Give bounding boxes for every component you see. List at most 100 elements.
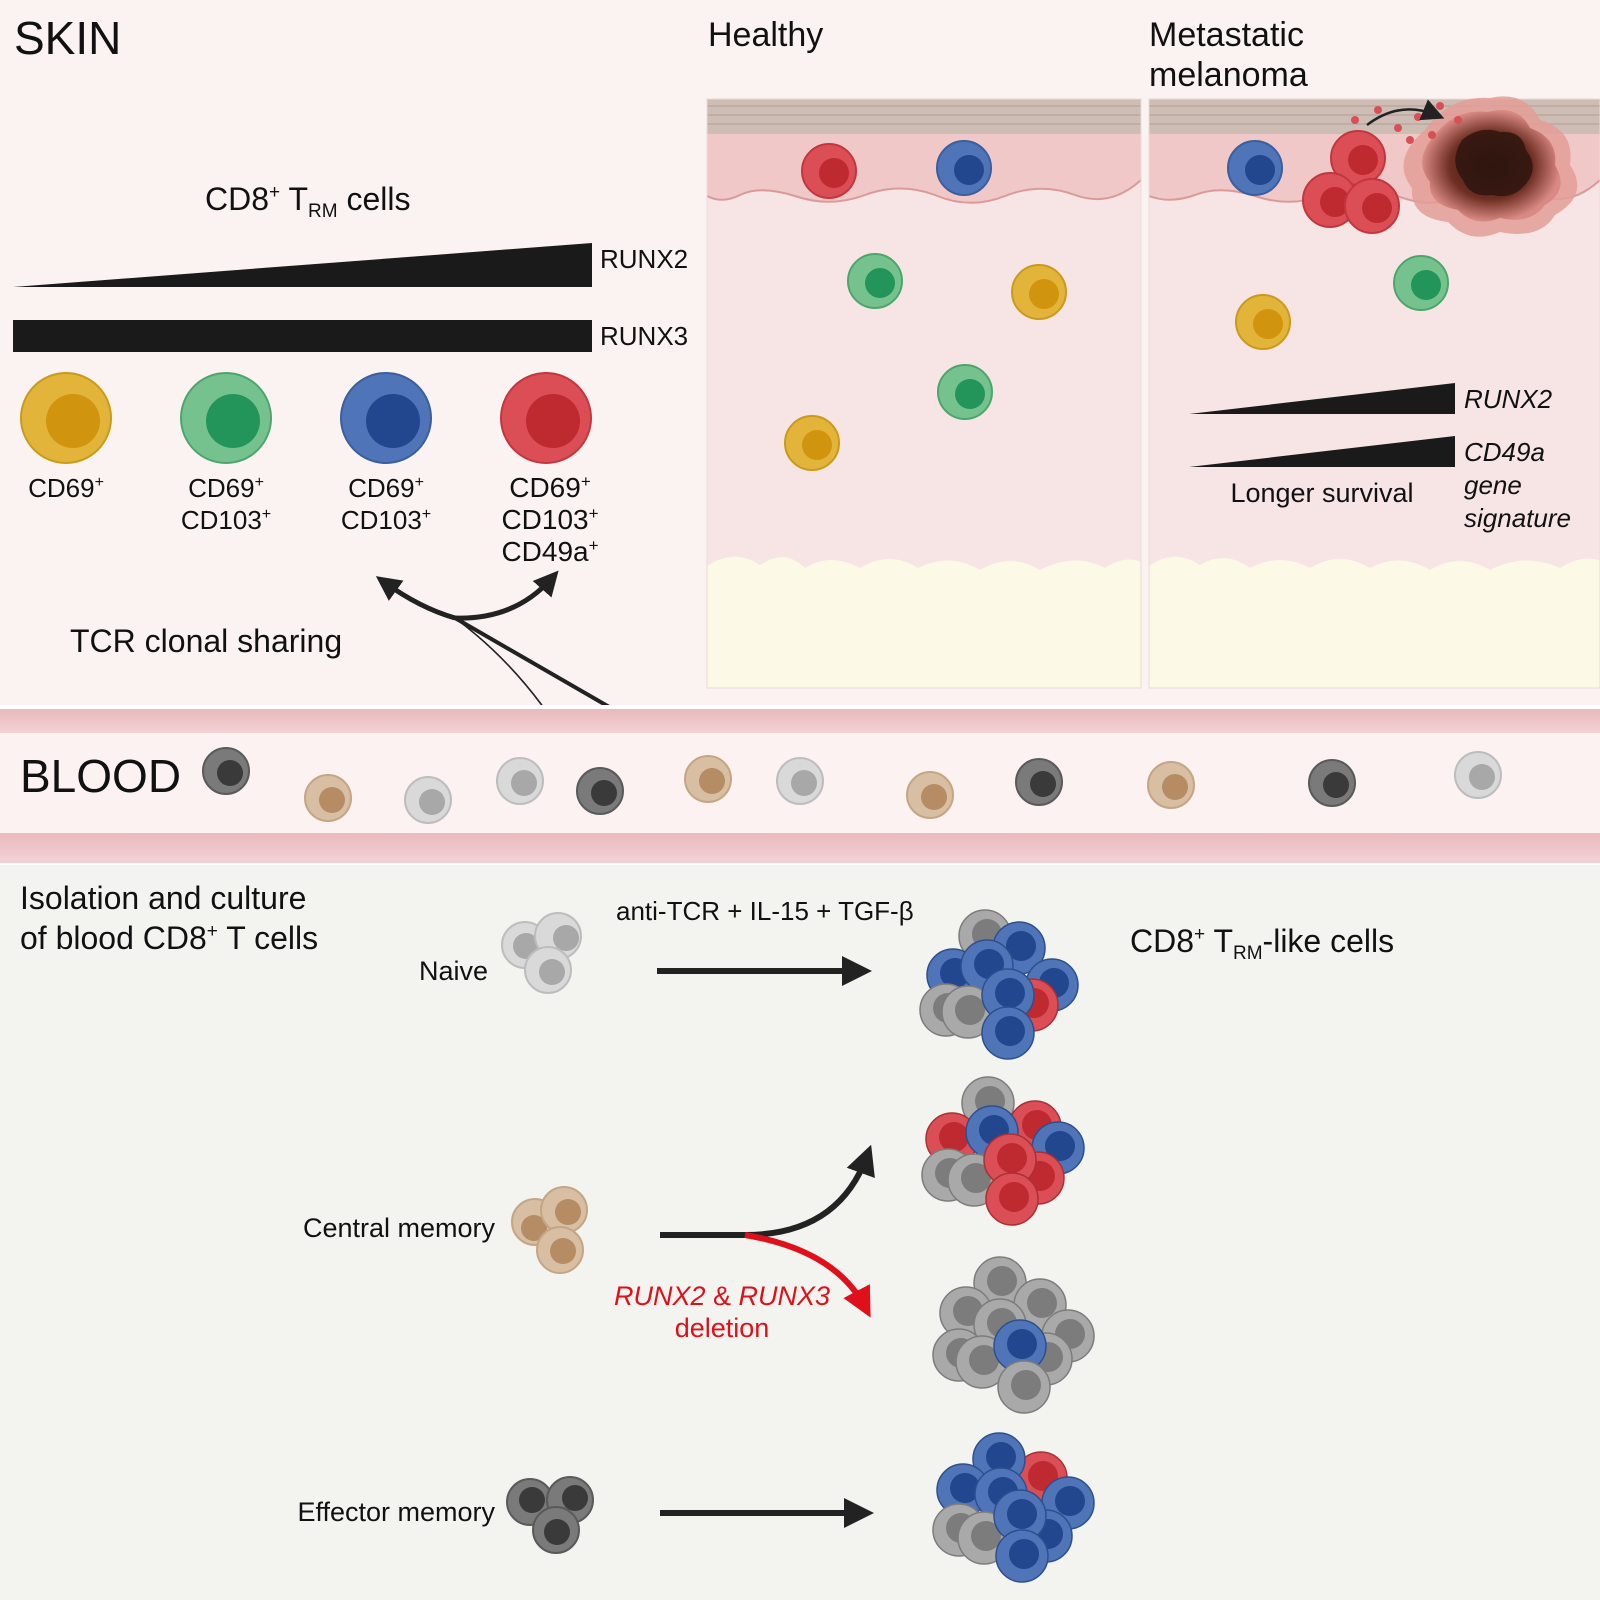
cell-nucleus <box>999 1182 1029 1212</box>
runx2-label: RUNX2 <box>600 244 688 274</box>
cell-nucleus <box>1348 145 1378 175</box>
cell-nucleus <box>1162 774 1188 800</box>
tumor-migration-arrow <box>1366 99 1445 126</box>
stimulus-label: anti-TCR + IL-15 + TGF-β <box>616 896 914 926</box>
healthy-panel-border <box>706 98 1142 689</box>
cell-nucleus <box>1007 1329 1037 1359</box>
cell-nucleus <box>555 1199 581 1225</box>
central-memory-label: Central memory <box>303 1213 496 1243</box>
cell-nucleus <box>1411 270 1441 300</box>
melanoma-runx2-label: RUNX2 <box>1464 384 1553 414</box>
melanoma-title-line1: Metastatic <box>1149 16 1304 54</box>
melanoma-runx2-wedge <box>1189 383 1455 414</box>
cell-nucleus <box>521 1215 547 1241</box>
cd49a-signature-line3: signature <box>1464 503 1571 533</box>
trm-heading: CD8+ TRM cells <box>205 181 410 222</box>
subcutis <box>707 556 1141 688</box>
tumor-particle <box>1454 116 1462 124</box>
cell-nucleus <box>971 1521 1001 1551</box>
cell-nucleus <box>539 959 565 985</box>
melanoma-cd49a-wedge <box>1189 436 1455 467</box>
cell-nucleus <box>1006 931 1036 961</box>
cell-nucleus <box>865 268 895 298</box>
tumor-particle <box>1351 116 1359 124</box>
cell-nucleus <box>921 784 947 810</box>
melanoma-panel-border <box>1148 98 1600 689</box>
central-memory-cell-cluster <box>511 1186 588 1274</box>
cell-nucleus <box>519 1487 545 1513</box>
cell-nucleus <box>699 768 725 794</box>
tumor-particle <box>1394 124 1402 132</box>
naive-label: Naive <box>419 956 488 986</box>
cell-nucleus <box>206 394 260 448</box>
subset-label: CD69+ <box>509 472 591 503</box>
cell-nucleus <box>955 379 985 409</box>
cell-nucleus <box>819 158 849 188</box>
cell-nucleus <box>544 1519 570 1545</box>
tumor-particle <box>1374 106 1382 114</box>
cell-nucleus <box>1030 771 1056 797</box>
cell-nucleus <box>550 1238 576 1264</box>
subset-cd69-cd103-green: CD69+ CD103+ <box>180 372 272 535</box>
blood-title: BLOOD <box>20 750 181 802</box>
cd49a-signature-line2: gene <box>1464 470 1522 500</box>
tumor-particle <box>1406 136 1414 144</box>
tumor-particle <box>1436 102 1444 110</box>
cell-nucleus <box>1009 1539 1039 1569</box>
vessel-wall-bottom <box>0 833 1600 863</box>
cd49a-signature-line1: CD49a <box>1464 437 1545 467</box>
cell-nucleus <box>1027 1288 1057 1318</box>
cell-nucleus <box>954 155 984 185</box>
culture-title-line2: of blood CD8+ T cells <box>20 920 318 956</box>
runx2-gradient-wedge <box>13 243 592 287</box>
healthy-title: Healthy <box>708 16 823 54</box>
subset-label: CD69+ <box>348 473 424 503</box>
cell-nucleus <box>1245 155 1275 185</box>
cell-nucleus <box>511 770 537 796</box>
tcr-sharing-arrow-right <box>454 570 559 621</box>
cell-nucleus <box>961 1163 991 1193</box>
epidermis-stratum-corneum <box>707 99 1141 134</box>
tcr-clonal-sharing-label: TCR clonal sharing <box>70 623 342 659</box>
cell-nucleus <box>1323 772 1349 798</box>
healthy-skin-section: Healthy <box>706 16 1142 689</box>
melanoma-title-line2: melanoma <box>1149 56 1308 94</box>
deletion-label-line2: deletion <box>675 1313 770 1343</box>
cell-nucleus <box>995 978 1025 1008</box>
central-memory-result-cluster <box>921 1076 1085 1226</box>
effector-memory-cell-cluster <box>506 1476 594 1554</box>
deletion-label-line1: RUNX2 & RUNX3 <box>614 1281 830 1311</box>
cell-nucleus <box>319 787 345 813</box>
culture-title-line1: Isolation and culture <box>20 880 306 916</box>
cell-nucleus <box>802 430 832 460</box>
subset-label: CD69+ <box>28 473 104 503</box>
melanoma-skin-section: Metastatic melanoma <box>1148 16 1600 689</box>
subset-label: CD103+ <box>341 505 431 535</box>
cell-nucleus <box>1253 309 1283 339</box>
blood-cells <box>202 747 1502 824</box>
cell-nucleus <box>419 789 445 815</box>
subset-cd69: CD69+ <box>20 372 112 503</box>
cell-nucleus <box>1011 1370 1041 1400</box>
cell-nucleus <box>969 1345 999 1375</box>
tumor-particle <box>1428 131 1436 139</box>
cell-nucleus <box>553 925 579 951</box>
melanoma-tumor-core <box>1455 129 1533 197</box>
skin-title: SKIN <box>14 12 121 64</box>
cell-nucleus <box>986 1442 1016 1472</box>
cell-nucleus <box>526 394 580 448</box>
subset-label: CD103+ <box>181 505 271 535</box>
cell-nucleus <box>366 394 420 448</box>
subcutis <box>1149 556 1600 688</box>
deletion-result-cluster <box>932 1256 1095 1414</box>
cell-nucleus <box>1320 187 1350 217</box>
cell-nucleus <box>955 995 985 1025</box>
cell-nucleus <box>1045 1131 1075 1161</box>
cell-nucleus <box>46 394 100 448</box>
subset-label: CD69+ <box>188 473 264 503</box>
tumor-particle <box>1414 113 1422 121</box>
cell-nucleus <box>950 1473 980 1503</box>
cell-nucleus <box>591 780 617 806</box>
central-memory-arrow-deletion <box>744 1232 871 1318</box>
cell-nucleus <box>1029 279 1059 309</box>
